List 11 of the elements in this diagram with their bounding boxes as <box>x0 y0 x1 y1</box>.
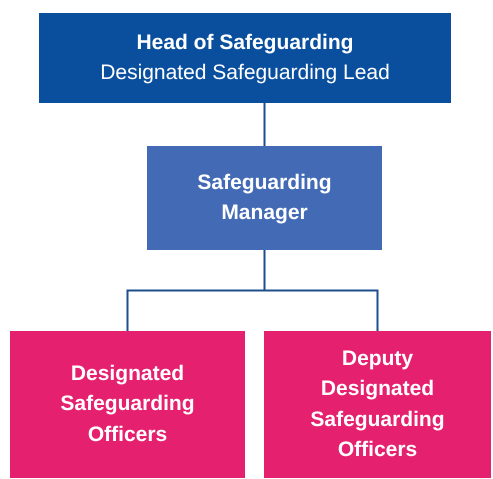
role-title: Head of Safeguarding <box>136 30 354 56</box>
org-box <box>39 13 451 103</box>
connector-line <box>264 250 378 331</box>
org-box <box>147 146 382 250</box>
role-title: Safeguarding Manager <box>196 170 333 226</box>
role-title: Designated Safeguarding Officers <box>59 360 196 448</box>
connector-line <box>264 103 266 146</box>
role-subtitle: Designated Safeguarding Lead <box>100 60 390 86</box>
role-title: Deputy Designated Safeguarding Officers <box>309 346 446 463</box>
org-box <box>10 331 245 478</box>
org-box <box>264 331 491 478</box>
